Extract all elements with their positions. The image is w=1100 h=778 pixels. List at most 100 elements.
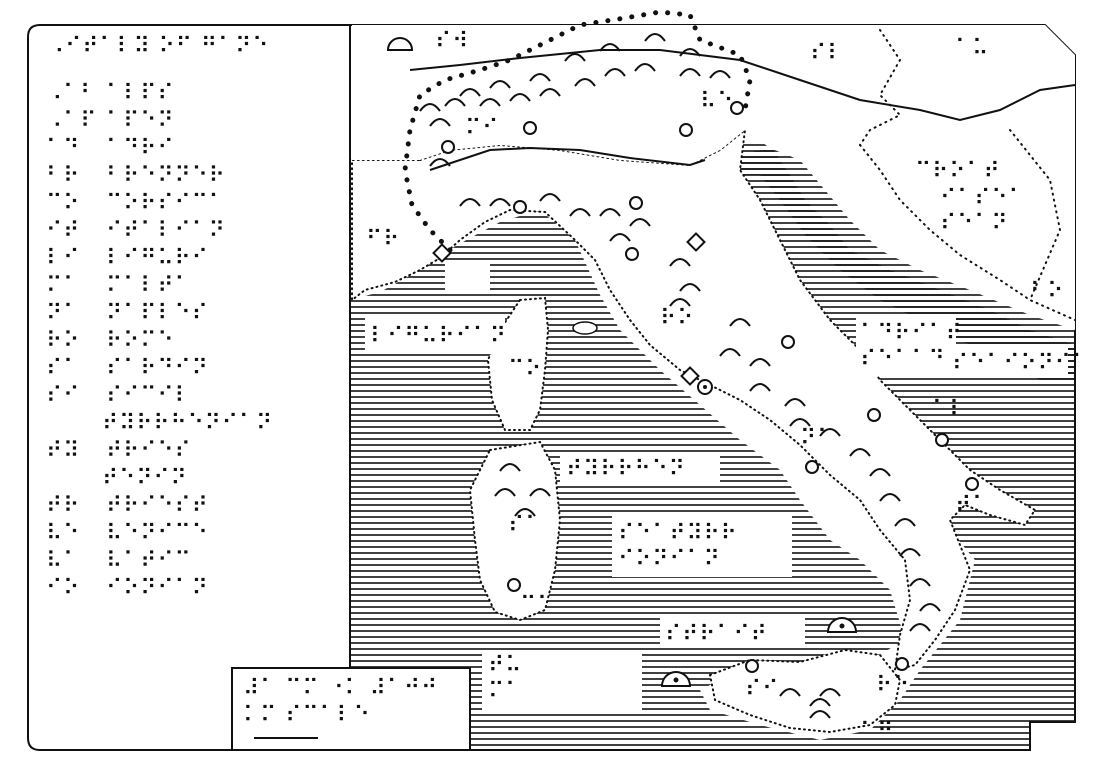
city-marker [965,477,979,491]
label-ligurian-sea: ⠇⠊⠛⠥⠗⠊⠁⠝ [370,324,507,349]
city-marker [781,335,795,349]
mountain-arc [809,710,831,719]
mountain-arc [499,463,521,472]
label-box-genoa [445,262,490,290]
label-france: ⠋⠗ [366,227,400,252]
mountain-arc [709,70,731,79]
mountain-arc [899,548,921,557]
legend-text: ⠎⠁⠗⠙⠊⠝ [106,356,209,381]
mountain-arc [869,468,891,477]
sardinia-island [468,440,562,622]
legend-key: ⠍⠁ [46,274,80,299]
label-corsica: ⠉⠕ [508,357,542,382]
mountain-arc [599,43,621,52]
mountain-arc [719,348,741,357]
northern-river [409,49,1076,122]
legend-key: ⠝⠁ [46,301,80,326]
volcano-marker-1 [826,617,858,633]
legend-text: ⠞⠗⠊⠑⠎⠞ [106,494,209,519]
mountain-arc [574,78,596,87]
mountain-arc [489,198,511,207]
mountain-arc [679,48,701,57]
scale-unit: ⠅⠍ ⠎⠉⠁⠇⠑ [243,703,371,728]
legend-key: ⠞⠽ [46,439,80,464]
label-box-tunisia [482,650,642,712]
label-box-tyrrhenian [560,452,720,486]
legend-key: ⠊⠞ [46,219,80,244]
diamond-marker-rome [680,366,700,386]
mountain-symbols [419,33,941,719]
mountain-arc [539,88,561,97]
mountain-arc [459,88,481,97]
legend-key: ⠠⠁⠏ [46,109,97,134]
city-marker [805,460,819,474]
italy-border [402,9,753,253]
mountain-arc [894,518,916,527]
label-austria: ⠁⠥ [955,36,989,61]
mountain-arc [909,623,931,632]
sicily-island [708,648,902,734]
label-naples: ⠝⠁ [800,426,834,451]
legend-key: ⠎⠁ [46,356,80,381]
city-marker [935,433,949,447]
mountain-arc [569,208,591,217]
mountain-arc [604,68,626,77]
label-tunisia-1: ⠞⠥ [488,653,522,678]
north-land [352,25,1075,330]
city-marker [625,247,639,261]
mountain-arc [729,318,751,327]
legend-text: ⠞⠑⠝⠊⠝ [102,466,188,491]
city-marker [507,578,521,592]
city-marker [730,101,744,115]
pass-marker [386,37,414,51]
city-marker [441,140,455,154]
mountain-arc [634,63,656,72]
label-box-sicily-strait [660,618,805,648]
diamond-marker-florence [686,232,706,252]
label-box-ligurian [365,318,505,354]
legend-key: ⠠⠁⠃ [46,81,97,106]
mountain-arc [629,218,651,227]
label-sicily: ⠎⠊ [745,677,779,702]
legend-key: ⠗⠕ [46,329,80,354]
label-adriatic-sea: ⠁⠙⠗⠊⠁⠞ [860,321,963,346]
adriatic-sea [700,148,1075,380]
mountain-arc [879,493,901,502]
mountain-arc [489,80,511,89]
city-marker [745,659,759,673]
elba-island [572,321,598,335]
legend-key: ⠧⠁ [46,549,80,574]
mountain-arc [819,688,841,697]
legend-text: ⠝⠁⠏⠇⠑⠎ [106,301,209,326]
legend-text: ⠁⠏⠑⠝ [106,109,174,134]
label-tyrrhenian-sea-2: ⠎⠑⠁⠞⠽⠗⠗ [618,521,738,546]
legend-key: ⠧⠑ [46,521,80,546]
mountain-arc [784,398,806,407]
mountain-arc [459,198,481,207]
city-marker [523,121,537,135]
legend-title: ⠠⠊⠞⠁⠇⠽ ⠕⠋ ⠛⠁⠝⠑ [48,34,269,59]
legend-text: ⠇⠊⠛⠥⠗⠊ [106,246,209,271]
label-croatia: ⠉⠗⠕⠁⠞ [915,159,1001,184]
legend-text: ⠊⠞⠁⠇⠊⠁⠝ [106,219,226,244]
label-milan: ⠍⠊ [465,116,499,141]
mountain-arc [669,258,691,267]
legend-text: ⠍⠁⠇⠞⠁ [106,274,192,299]
mountain-arc [779,688,801,697]
mountain-arc [514,508,536,517]
label-croatia-3: ⠎⠑⠁⠝ [940,211,1008,236]
mountain-arc [819,428,841,437]
label-croatia-2: ⠊⠁⠎⠑⠁ [940,186,1026,211]
legend-text: ⠧⠑⠝⠊⠉⠑ [106,521,209,546]
label-reggio: ⠗⠑ [876,673,910,698]
label-box-adriatic3 [948,348,1068,378]
legend-key: ⠇⠊ [46,246,80,271]
label-slovenia: ⠎⠇ [810,41,844,66]
label-switzerland: ⠎⠺ [435,29,469,54]
city-symbols [441,101,979,673]
scale-label: ⠼⠁ ⠉⠍ ⠐⠅ ⠼⠁⠚⠚ [243,676,438,701]
po-river [429,146,706,171]
label-venice: ⠧⠑ [700,89,734,114]
legend-key: ⠃⠗ [46,164,80,189]
mountain-arc [609,233,631,242]
